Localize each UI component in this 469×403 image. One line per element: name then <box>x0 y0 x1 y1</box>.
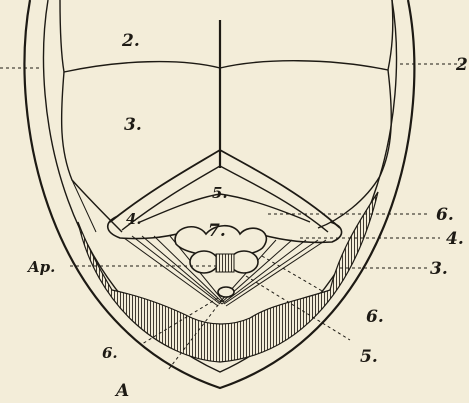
label-5-lower: 5. <box>360 347 378 367</box>
seg3-left-curve <box>72 180 96 232</box>
label-A: A <box>114 381 129 401</box>
label-6-left: 6. <box>102 344 118 362</box>
label-6-lower: 6. <box>366 307 384 327</box>
label-segment-3: 3. <box>124 115 142 135</box>
segment-2 <box>60 0 393 72</box>
label-segment-4-left: 4. <box>126 210 142 228</box>
label-segment-2-top: 2. <box>121 31 140 51</box>
apex-plug <box>216 254 234 272</box>
segment-3 <box>62 70 392 232</box>
label-apex: Ap. <box>26 258 55 276</box>
label-3-right: 3. <box>430 259 448 279</box>
label-2-edge: 2 <box>455 55 468 75</box>
label-structure-7: 7. <box>208 221 226 241</box>
label-segment-5-top: 5. <box>212 184 228 202</box>
label-4-right: 4. <box>446 229 464 249</box>
label-6-right: 6. <box>436 205 454 225</box>
